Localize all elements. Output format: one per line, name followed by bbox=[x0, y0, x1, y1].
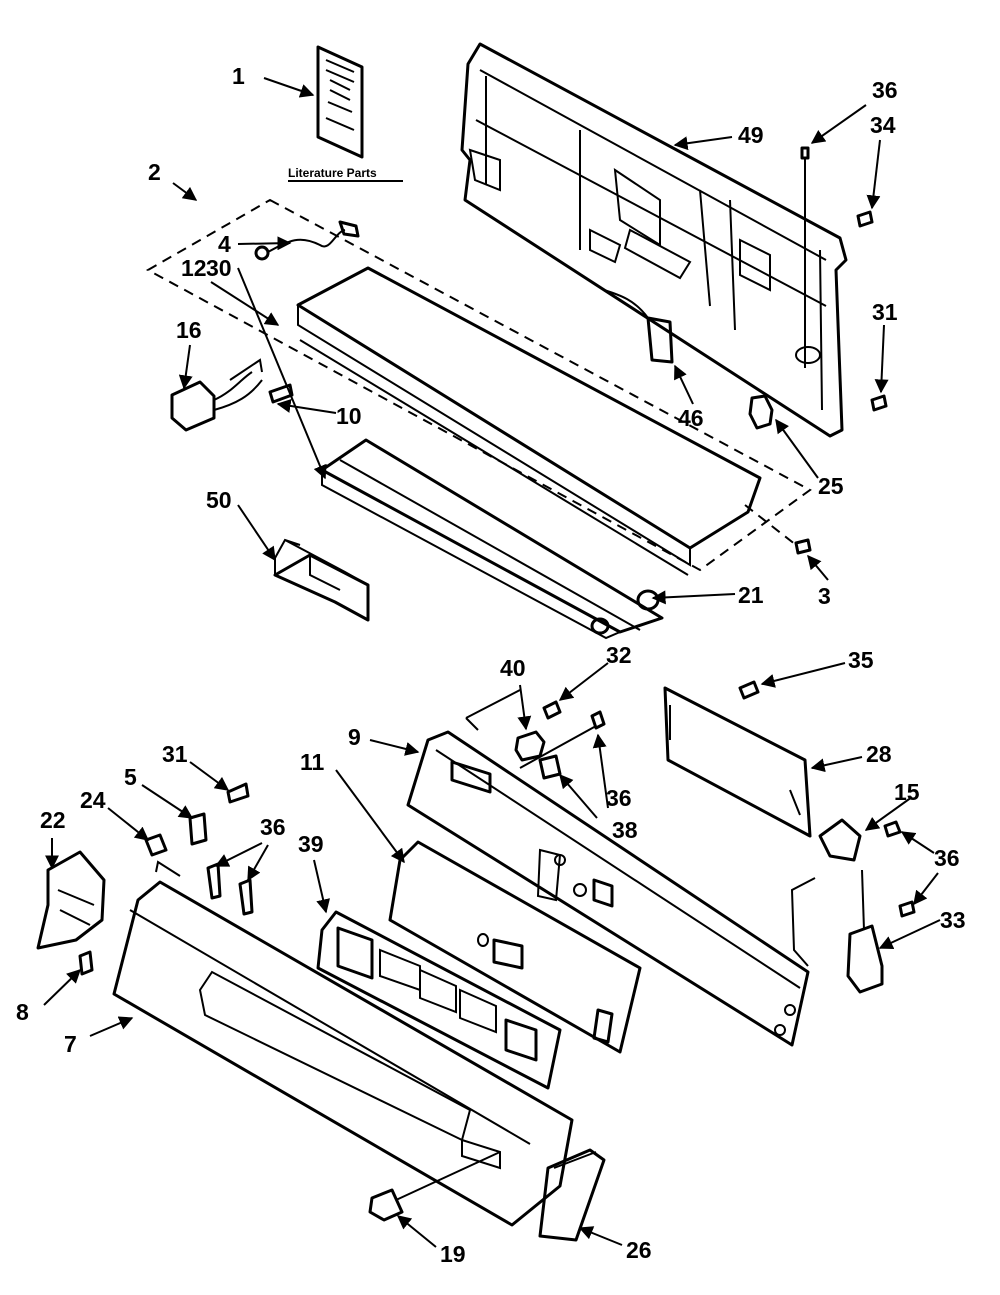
screw-35 bbox=[738, 680, 760, 700]
keypad-overlay-39 bbox=[316, 910, 562, 1090]
screw-31-lower bbox=[226, 782, 250, 804]
callout-46: 46 bbox=[678, 405, 704, 431]
callout-22: 22 bbox=[40, 807, 66, 833]
hardware-5 bbox=[188, 812, 208, 846]
callout-31-lower: 31 bbox=[162, 741, 188, 767]
callout-25: 25 bbox=[818, 473, 844, 499]
leader-lines bbox=[43, 77, 941, 1248]
callout-24: 24 bbox=[80, 787, 106, 813]
callout-8: 8 bbox=[16, 999, 29, 1025]
literature-card bbox=[316, 45, 364, 159]
callout-36-left: 36 bbox=[260, 814, 286, 840]
wire-harness bbox=[254, 220, 360, 261]
callout-28: 28 bbox=[866, 741, 892, 767]
screw-32 bbox=[542, 700, 562, 720]
screw-8 bbox=[78, 950, 94, 976]
bracket-50 bbox=[273, 538, 370, 622]
screw-36-left bbox=[206, 862, 254, 916]
clip-25 bbox=[748, 394, 774, 430]
callout-39: 39 bbox=[298, 831, 324, 857]
callout-38: 38 bbox=[612, 817, 638, 843]
callout-11: 11 bbox=[300, 749, 325, 775]
callout-50: 50 bbox=[206, 487, 232, 513]
callout-36-mid: 36 bbox=[606, 785, 632, 811]
plug-19 bbox=[368, 1151, 501, 1222]
callout-9: 9 bbox=[348, 724, 361, 750]
assembly-outline bbox=[145, 198, 812, 572]
callout-7: 7 bbox=[64, 1031, 77, 1057]
callout-33: 33 bbox=[940, 907, 966, 933]
callout-32: 32 bbox=[606, 642, 632, 668]
knob-40 bbox=[514, 730, 546, 762]
hardware-24 bbox=[144, 833, 168, 857]
callout-5: 5 bbox=[124, 764, 137, 790]
screw-36-middle bbox=[519, 710, 606, 769]
switch-33 bbox=[846, 869, 884, 994]
screw-3 bbox=[744, 504, 812, 555]
callout-34: 34 bbox=[870, 112, 896, 138]
callout-21: 21 bbox=[738, 582, 764, 608]
callout-35: 35 bbox=[848, 647, 874, 673]
callout-26: 26 bbox=[626, 1237, 652, 1263]
end-bracket-22 bbox=[36, 850, 106, 950]
callout-12: 12 bbox=[181, 255, 207, 281]
callout-30: 30 bbox=[206, 255, 232, 281]
panel-membrane-11 bbox=[388, 840, 642, 1054]
callout-36-top: 36 bbox=[872, 77, 898, 103]
callout-15: 15 bbox=[894, 779, 920, 805]
connector-46 bbox=[603, 289, 674, 364]
callout-3: 3 bbox=[818, 583, 831, 609]
console-hood bbox=[296, 266, 762, 576]
callout-31-top: 31 bbox=[872, 299, 898, 325]
switch-15 bbox=[790, 818, 862, 967]
circuit-board bbox=[663, 686, 812, 838]
callout-40: 40 bbox=[500, 655, 526, 681]
callout-16: 16 bbox=[176, 317, 202, 343]
callout-36-right: 36 bbox=[934, 845, 960, 871]
back-panel bbox=[460, 42, 848, 438]
callout-10: 10 bbox=[336, 403, 362, 429]
callout-2: 2 bbox=[148, 159, 161, 185]
control-panel-frame bbox=[406, 689, 810, 1047]
screw-10 bbox=[268, 383, 294, 404]
screw-36-right bbox=[883, 820, 916, 918]
literature-parts-caption: Literature Parts bbox=[288, 166, 377, 180]
callout-49: 49 bbox=[738, 122, 764, 148]
switch-16 bbox=[170, 358, 263, 432]
upper-screws bbox=[800, 146, 888, 412]
front-fascia-7 bbox=[112, 860, 574, 1227]
callout-1: 1 bbox=[232, 63, 245, 89]
callout-19: 19 bbox=[440, 1241, 466, 1267]
callout-4: 4 bbox=[218, 231, 231, 257]
end-cap-26 bbox=[538, 1148, 606, 1242]
callout-labels: 1 2 4 12 16 10 30 50 49 36 34 31 46 25 3… bbox=[16, 63, 966, 1267]
part-38 bbox=[538, 754, 562, 780]
trim-bar bbox=[320, 438, 664, 640]
